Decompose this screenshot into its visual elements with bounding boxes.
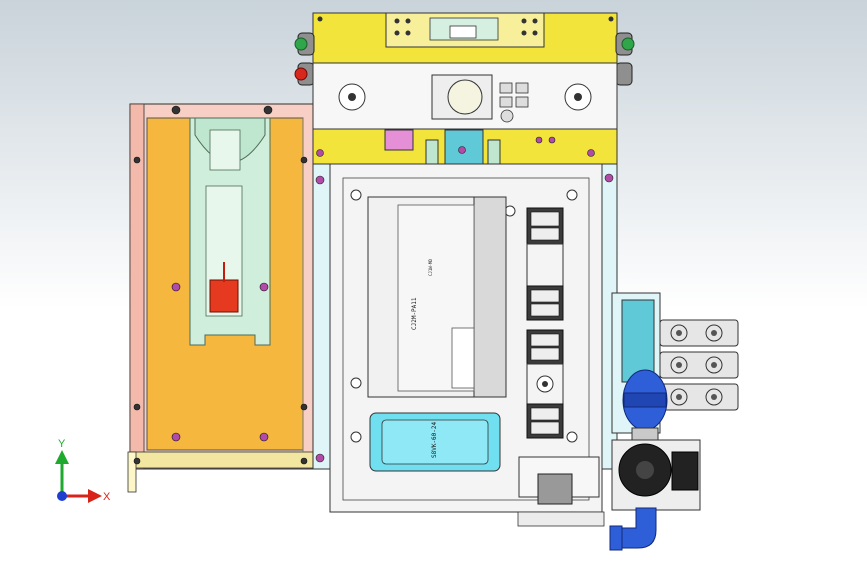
cylinder-port-fittings — [499, 82, 529, 123]
magenta-pad — [384, 129, 414, 151]
valve-outlet-caps — [676, 330, 717, 400]
valve-outlet-fittings — [659, 319, 739, 411]
sensor-left — [425, 139, 439, 165]
top-yellow-block — [294, 12, 635, 165]
x-axis-arrow — [88, 489, 102, 503]
bottom-connector — [537, 473, 573, 505]
elbow-fitting-end — [609, 525, 623, 551]
bottom-connector-foot — [517, 511, 605, 527]
blue-regulator-band — [623, 392, 667, 408]
left-bracket-foot — [127, 451, 137, 493]
cylinder-right-end-hole — [574, 93, 582, 101]
panel-magenta-screws — [315, 173, 614, 463]
top-connector — [449, 25, 477, 39]
lower-band-screws — [316, 136, 595, 157]
power-supply-label: S8VK-60-24 — [431, 421, 438, 458]
valve-manifold — [609, 292, 739, 551]
green-fitting-left-cap — [294, 37, 308, 51]
grey-fitting-right — [615, 62, 633, 86]
red-actuator-block — [209, 279, 239, 313]
plc-right-module — [473, 196, 507, 398]
panel-corner-screws — [350, 189, 578, 443]
cylinder-left-end-hole — [348, 93, 356, 101]
green-fitting-right-cap — [621, 37, 635, 51]
relay-block-bottom — [526, 329, 564, 439]
guide-slot — [209, 129, 241, 171]
power-supply-face — [381, 419, 489, 465]
z-axis-dot — [57, 491, 67, 501]
left-frame-edge — [129, 103, 145, 470]
sensor-right — [487, 139, 501, 165]
control-panel: CJ2M-PA11 CJ1W-MD S8VK-60-24 — [312, 163, 618, 527]
cylinder-piston — [447, 79, 483, 115]
left-plate-bottom-strip — [129, 451, 316, 469]
relay-block-top — [526, 207, 564, 321]
left-base-assembly — [127, 103, 316, 493]
valve-manifold-cyan — [621, 299, 655, 383]
plc-display-window — [451, 327, 475, 389]
elbow-fitting — [617, 507, 657, 549]
solenoid-connector — [671, 451, 699, 491]
coordinate-triad: Y X — [55, 438, 111, 503]
y-axis-label: Y — [58, 438, 66, 450]
y-axis-arrow — [55, 450, 69, 464]
solenoid-coil-center — [636, 461, 654, 479]
top-clamp-screws — [317, 16, 614, 36]
left-plate-screws — [133, 105, 308, 465]
x-axis-label: X — [103, 491, 111, 503]
plc-model-label: CJ2M-PA11 — [411, 297, 418, 330]
red-fitting-left-cap — [294, 67, 308, 81]
plc-side-label: CJ1W-MD — [428, 259, 433, 276]
